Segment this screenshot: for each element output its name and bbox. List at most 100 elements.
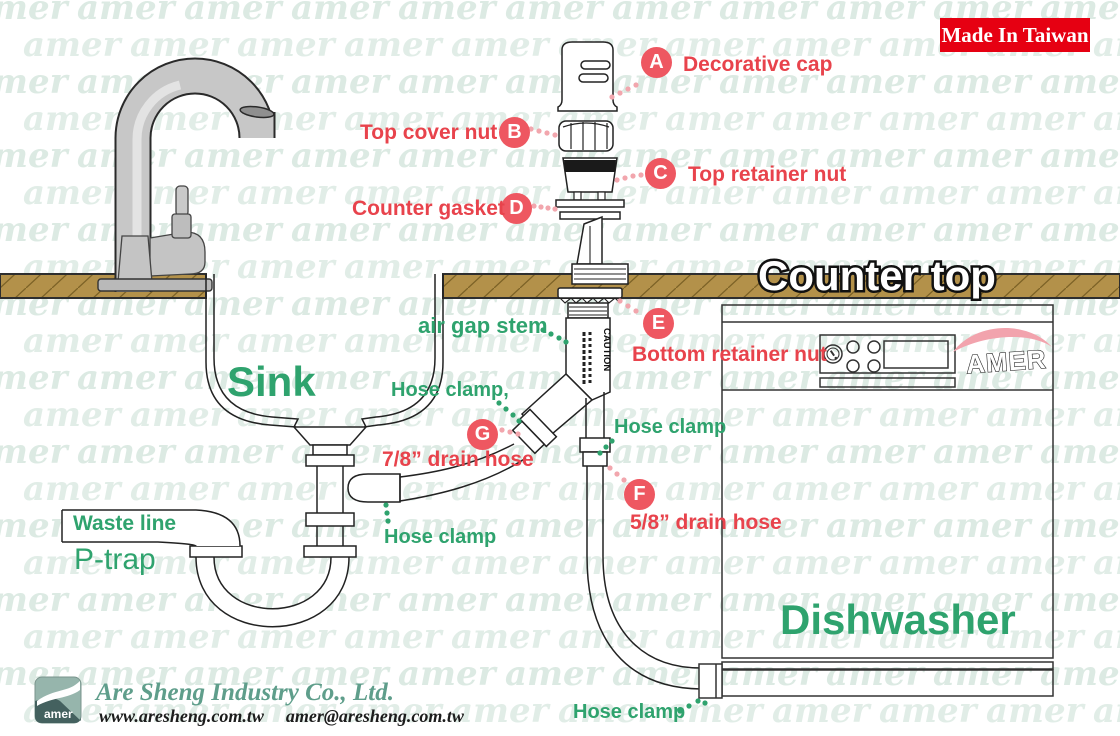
watermark-text: amer (398, 210, 496, 250)
part-marker-f: F (624, 479, 655, 510)
watermark-text: amer (0, 210, 68, 250)
watermark-text: amer (986, 617, 1084, 657)
part-marker-a: A (641, 47, 672, 78)
watermark-text: amer (0, 358, 68, 398)
watermark-text: amer (505, 0, 603, 28)
watermark-text: amer (505, 580, 603, 620)
watermark-text: amer (772, 469, 870, 509)
watermark-text: amer (719, 62, 817, 102)
watermark-text: amer (719, 358, 817, 398)
watermark-text: amer (986, 543, 1084, 583)
hose-clamp-label-2: Hose clamp (614, 416, 727, 438)
watermark-text: amer (879, 543, 977, 583)
watermark-text: amer (933, 210, 1031, 250)
watermark-text: amer (344, 321, 442, 361)
watermark-text: amer (344, 25, 442, 65)
watermark-text: amer (1093, 25, 1120, 65)
watermark-text: amer (77, 728, 175, 736)
watermark-text: amer (77, 358, 175, 398)
watermark-text: amer (719, 210, 817, 250)
watermark-text: amer (826, 654, 924, 694)
faucet (97, 57, 276, 292)
watermark-text: amer (451, 25, 549, 65)
watermark-text: amer (291, 62, 389, 102)
watermark-text: amer (665, 99, 763, 139)
watermark-text: amer (291, 654, 389, 694)
part-marker-b: B (499, 117, 530, 148)
watermark-text: amer (986, 469, 1084, 509)
watermark-text: amer (826, 0, 924, 28)
watermark-text: amer (23, 173, 121, 213)
watermark-text: amer (344, 543, 442, 583)
sink-basin (205, 274, 444, 428)
dishwasher-label: Dishwasher (780, 596, 1016, 643)
watermark-text: amer (130, 395, 228, 435)
watermark-text: amer (0, 62, 68, 102)
website: www.aresheng.com.tw (99, 706, 264, 726)
watermark-text: amer (826, 728, 924, 736)
hose-clamp-label-4: Hose clamp (573, 701, 686, 723)
watermark-text: amer (184, 358, 282, 398)
hose-clamp-label-3: Hose clamp (384, 526, 497, 548)
watermark-text: amer (291, 284, 389, 324)
watermark-text: amer (0, 580, 68, 620)
watermark-text: amer (130, 469, 228, 509)
watermark-text: amer (1093, 321, 1120, 361)
watermark-text: amer (665, 173, 763, 213)
leader-dots-red (499, 82, 644, 483)
watermark-text: amer (291, 358, 389, 398)
watermark-text: amer (344, 691, 442, 731)
watermark-text: amer (879, 469, 977, 509)
watermark-text: amer (986, 395, 1084, 435)
watermark-text: amer (1040, 728, 1120, 736)
watermark-text: amer (665, 543, 763, 583)
watermark-text: amer (772, 543, 870, 583)
watermark-text: amer (1040, 210, 1120, 250)
air-gap-parts: CAUTION (399, 41, 702, 690)
watermark-text: amer (237, 25, 335, 65)
watermark-text: amer (1093, 173, 1120, 213)
watermark-text: amer (665, 25, 763, 65)
watermark-text: amer (398, 728, 496, 736)
watermark-text: amer (505, 728, 603, 736)
waste-line-pipe (61, 509, 241, 547)
watermark-text: amer (130, 321, 228, 361)
watermark-text: amer (451, 617, 549, 657)
watermark-text: amer (612, 432, 710, 472)
watermark-text: amer (451, 543, 549, 583)
logo-amer-text: amer (44, 707, 73, 721)
watermark-text: amer (933, 506, 1031, 546)
watermark-text: amer (23, 99, 121, 139)
air-gap-stem-label: air gap stem (418, 313, 548, 338)
watermark-text: amer (612, 728, 710, 736)
watermark-text: amer (826, 432, 924, 472)
watermark-text: amer (0, 432, 68, 472)
watermark-text: amer (1093, 99, 1120, 139)
watermark-text: amer (398, 506, 496, 546)
watermark-text: amer (184, 0, 282, 28)
watermark-text: amer (986, 321, 1084, 361)
watermark-text: amer (933, 728, 1031, 736)
watermark-text: amer (986, 173, 1084, 213)
watermark-text: amer (879, 99, 977, 139)
watermark-text: amer (1093, 469, 1120, 509)
watermark-text: amer (130, 25, 228, 65)
part-marker-d: D (501, 193, 532, 224)
watermark-text: amer (933, 136, 1031, 176)
part-label-decorative-cap: Decorative cap (683, 53, 833, 76)
watermark-text: amer (291, 136, 389, 176)
watermark-text: amer (237, 247, 335, 287)
watermark-text: amer (77, 0, 175, 28)
watermark-text: amer (1093, 691, 1120, 731)
part-marker-c: C (645, 158, 676, 189)
watermark-text: amer (23, 321, 121, 361)
watermark-text: amer (1040, 62, 1120, 102)
watermark-text: amer (184, 654, 282, 694)
watermark-text: amer (558, 617, 656, 657)
watermark-text: amer (719, 728, 817, 736)
watermark-text: amer (0, 0, 68, 28)
watermark-text: amer (826, 136, 924, 176)
watermark-text: amer (879, 395, 977, 435)
watermark-text: amer (291, 728, 389, 736)
watermark-text: amer (291, 210, 389, 250)
